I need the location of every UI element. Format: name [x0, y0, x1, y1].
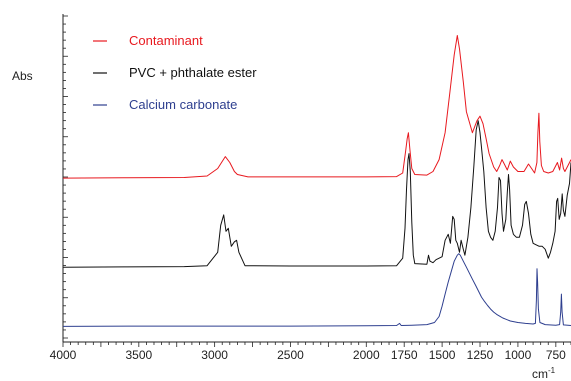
series-layer — [62, 35, 571, 327]
legend-label-3: Calcium carbonate — [129, 97, 237, 112]
x-axis-ticks: 4000 3500 3000 2500 2000 1750 1500 1250 1000 750 — [50, 342, 571, 362]
x-tick-label: 1250 — [467, 348, 494, 362]
x-tick-label: 3500 — [125, 348, 152, 362]
x-tick-label: 1750 — [391, 348, 418, 362]
legend-label-1: Contaminant — [129, 33, 203, 48]
x-tick-label: 1500 — [429, 348, 456, 362]
series-line-2 — [62, 120, 571, 268]
y-axis-label: Abs — [12, 69, 33, 83]
x-axis-label: cm-1 — [532, 366, 556, 381]
x-tick-label: 2500 — [277, 348, 304, 362]
y-axis-ticks — [63, 15, 68, 339]
x-tick-label: 4000 — [50, 348, 77, 362]
series-line-3 — [62, 253, 571, 327]
x-tick-label: 750 — [546, 348, 566, 362]
x-axis-unit-exponent: -1 — [548, 366, 556, 375]
x-tick-label: 2000 — [353, 348, 380, 362]
legend-label-2: PVC + phthalate ester — [129, 65, 257, 80]
x-tick-label: 1000 — [505, 348, 532, 362]
x-axis-unit: cm — [532, 367, 548, 381]
series-line-1 — [62, 35, 571, 179]
x-tick-label: 3000 — [201, 348, 228, 362]
